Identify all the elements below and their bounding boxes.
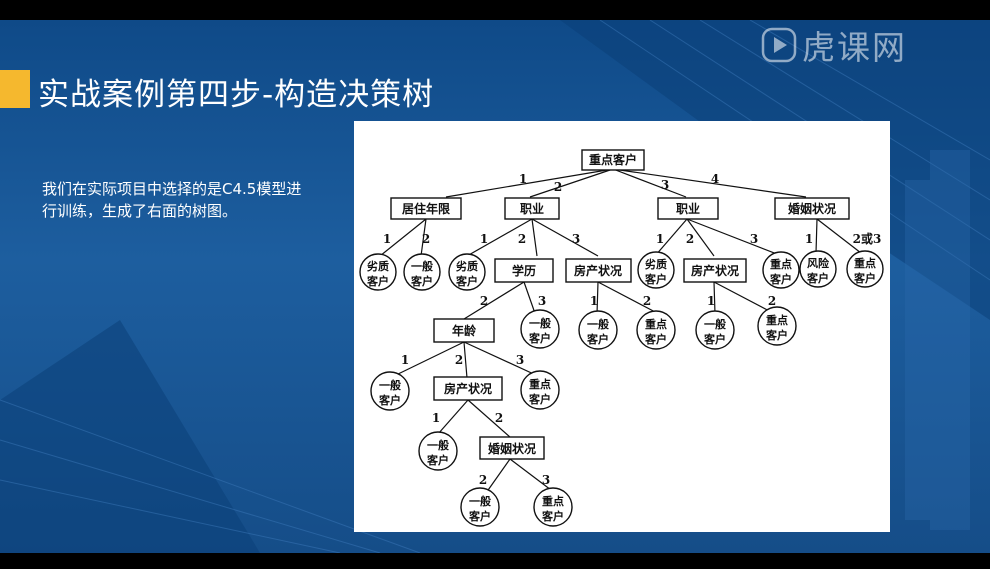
edge-label: 1 <box>432 411 440 425</box>
decision-tree-figure: 重点客户 居住年限 职业 职业 婚姻状况 学历 房产状况 房产状况 年龄 房产状… <box>354 121 890 532</box>
leaf-inferior-customer-3: 劣质客户 <box>644 257 667 286</box>
edge-label: 2或3 <box>853 231 882 246</box>
edge-label: 1 <box>805 232 813 246</box>
node-marital-status-a: 婚姻状况 <box>788 201 836 216</box>
node-housing-b: 房产状况 <box>691 263 739 278</box>
edge-label: 1 <box>707 294 715 308</box>
edge-label: 1 <box>401 353 409 367</box>
logo-text: 虎课网 <box>802 28 907 67</box>
play-circle-icon <box>761 27 797 63</box>
leaf-key-customer-4: 重点客户 <box>765 313 788 342</box>
brand-logo: 虎课网 <box>760 24 907 67</box>
edge-label: 3 <box>516 353 524 367</box>
node-marital-status-b: 婚姻状况 <box>488 441 536 456</box>
leaf-general-customer-6: 一般客户 <box>426 438 449 467</box>
node-residence-years: 居住年限 <box>402 201 450 216</box>
edge-label: 3 <box>750 232 758 246</box>
node-housing-c: 房产状况 <box>444 381 492 396</box>
edge-label: 1 <box>590 294 598 308</box>
edge-label: 3 <box>661 178 669 192</box>
edge-label: 1 <box>519 172 527 186</box>
node-age: 年龄 <box>452 323 477 338</box>
edge-label: 2 <box>518 232 526 246</box>
top-letterbox <box>0 0 990 20</box>
edge-label: 1 <box>480 232 488 246</box>
edge-label: 4 <box>711 172 719 186</box>
node-root: 重点客户 <box>589 152 637 167</box>
leaf-general-customer-2: 一般客户 <box>528 316 551 345</box>
leaf-general-customer-3: 一般客户 <box>586 317 609 346</box>
edge-label: 3 <box>538 294 546 308</box>
edge-label: 2 <box>768 294 776 308</box>
leaf-inferior-customer-1: 劣质客户 <box>366 259 389 288</box>
edge-label: 2 <box>480 294 488 308</box>
node-housing-a: 房产状况 <box>574 263 622 278</box>
edge-label: 1 <box>656 232 664 246</box>
leaf-key-customer-1: 重点客户 <box>769 257 792 286</box>
leaf-key-customer-6: 重点客户 <box>541 494 564 523</box>
node-occupation-a: 职业 <box>520 201 544 216</box>
edge-label: 2 <box>479 473 487 487</box>
slide-description: 我们在实际项目中选择的是C4.5模型进行训练，生成了右面的树图。 <box>42 180 302 220</box>
edge-label: 2 <box>554 180 562 194</box>
leaf-key-customer-3: 重点客户 <box>644 317 667 346</box>
edge-label: 2 <box>686 232 694 246</box>
bottom-letterbox <box>0 553 990 569</box>
node-education: 学历 <box>512 263 536 278</box>
leaf-general-customer-4: 一般客户 <box>703 317 726 346</box>
leaf-general-customer-5: 一般客户 <box>378 378 401 407</box>
leaf-general-customer-1: 一般客户 <box>410 259 433 288</box>
leaf-general-customer-7: 一般客户 <box>468 494 491 523</box>
node-occupation-b: 职业 <box>676 201 700 216</box>
edge-label: 1 <box>383 232 391 246</box>
leaf-inferior-customer-2: 劣质客户 <box>455 259 478 288</box>
leaf-risk-customer: 风险客户 <box>806 256 830 285</box>
edge-label: 3 <box>572 232 580 246</box>
title-accent-bar <box>0 70 30 108</box>
edge-label: 2 <box>643 294 651 308</box>
edge-label: 2 <box>495 411 503 425</box>
edge-label: 2 <box>455 353 463 367</box>
edge-label: 3 <box>542 473 550 487</box>
slide-title: 实战案例第四步-构造决策树 <box>38 77 435 113</box>
edge-label: 2 <box>422 232 430 246</box>
leaf-key-customer-2: 重点客户 <box>853 256 876 285</box>
decision-tree-diagram: 重点客户 居住年限 职业 职业 婚姻状况 学历 房产状况 房产状况 年龄 房产状… <box>359 149 884 527</box>
leaf-key-customer-5: 重点客户 <box>528 377 551 406</box>
